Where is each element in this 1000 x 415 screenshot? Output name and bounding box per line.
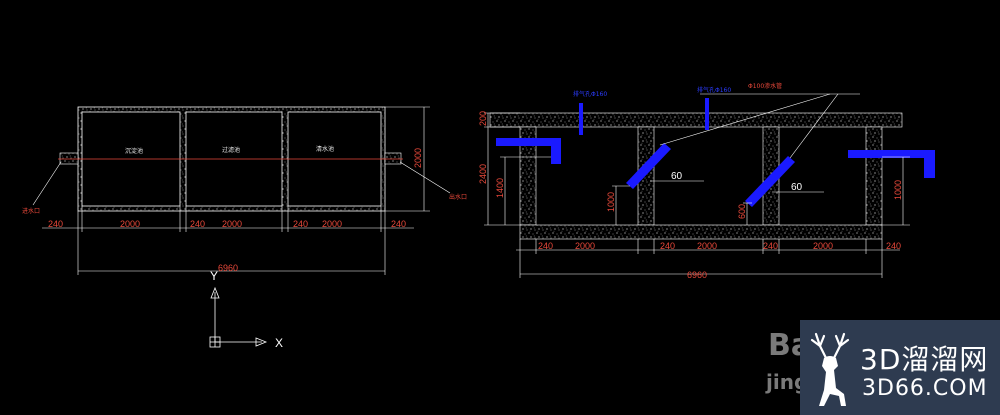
inner-dim-2: 600 xyxy=(737,204,747,219)
chamber-label-1: 沉淀池 xyxy=(125,147,143,155)
wall-right xyxy=(865,126,883,226)
section-dim-1: 240 xyxy=(538,241,553,251)
plan-dim-7: 240 xyxy=(391,219,406,229)
vent-pipe-2 xyxy=(705,98,709,130)
vent-label-1: 排气孔Φ160 xyxy=(573,90,607,98)
plan-view: 沉淀池 过滤池 清水池 进水口 出水口 2000 240 2000 xyxy=(22,106,467,275)
plan-total-dim: 6960 xyxy=(218,263,238,273)
site-watermark-cn: 3D溜溜网 xyxy=(860,343,989,376)
angle-label-1: 60 xyxy=(671,171,683,182)
inclined-pipe-1 xyxy=(626,143,671,189)
top-slab xyxy=(489,112,903,128)
seepage-pipe-label: Φ100渗水管 xyxy=(748,82,782,90)
section-dim-5: 240 xyxy=(763,241,778,251)
site-watermark-en: 3D66.COM xyxy=(862,376,988,401)
section-dim-2: 2000 xyxy=(575,241,595,251)
section-total-dim: 6960 xyxy=(687,270,707,280)
inlet-pipe xyxy=(59,152,79,165)
plan-dim-2: 2000 xyxy=(120,219,140,229)
chamber-label-2: 过滤池 xyxy=(222,146,240,154)
deer-logo-icon xyxy=(810,332,850,406)
plan-dim-1: 240 xyxy=(48,219,63,229)
section-dim-water: 1400 xyxy=(495,178,505,198)
section-dim-4: 2000 xyxy=(697,241,717,251)
ucs-axis-icon xyxy=(209,286,268,348)
section-dim-7: 240 xyxy=(886,241,901,251)
plan-dim-6: 2000 xyxy=(322,219,342,229)
inlet-elbow-pipe xyxy=(496,138,561,164)
angle-label-2: 60 xyxy=(791,182,803,193)
plan-dim-3: 240 xyxy=(190,219,205,229)
site-watermark: 3D溜溜网 3D66.COM xyxy=(800,320,1000,415)
bottom-slab xyxy=(519,224,883,240)
section-dim-6: 2000 xyxy=(813,241,833,251)
axis-x-label: X xyxy=(275,336,283,350)
plan-height-dim: 2000 xyxy=(413,148,423,168)
plan-dim-4: 2000 xyxy=(222,219,242,229)
section-dim-3: 240 xyxy=(660,241,675,251)
inner-dim-1: 1000 xyxy=(606,192,616,212)
vent-label-2: 排气孔Φ160 xyxy=(697,86,731,94)
outlet-label: 出水口 xyxy=(449,193,467,201)
section-dim-height: 2400 xyxy=(478,164,488,184)
axis-y-label: Y xyxy=(210,269,218,283)
inclined-pipe-2 xyxy=(745,156,795,207)
plan-dim-5: 240 xyxy=(293,219,308,229)
section-view: 排气孔Φ160 排气孔Φ160 Φ100渗水管 60 60 200 2400 1… xyxy=(478,82,935,280)
inlet-label: 进水口 xyxy=(22,207,40,215)
section-dim-top: 200 xyxy=(478,111,488,126)
chamber-label-3: 清水池 xyxy=(316,145,334,153)
right-vertical-dim: 1000 xyxy=(893,180,903,200)
outlet-pipe xyxy=(384,152,402,165)
vent-pipe-1 xyxy=(579,103,583,135)
outlet-elbow-pipe xyxy=(848,150,935,178)
